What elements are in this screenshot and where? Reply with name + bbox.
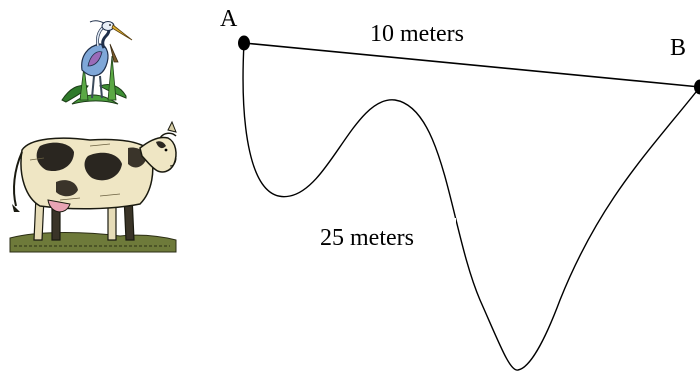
curved-path-length-label: 25 meters <box>320 225 414 251</box>
straight-path-length-label: 10 meters <box>370 21 464 47</box>
straight-label-bg <box>366 20 500 50</box>
curved-path-line <box>242 42 700 371</box>
point-a-marker <box>238 35 250 51</box>
cow-icon <box>6 114 182 260</box>
heron-bird-icon <box>61 20 133 105</box>
point-a-label: A <box>220 6 238 32</box>
point-b-marker <box>694 79 700 95</box>
curved-label-bg <box>308 218 456 258</box>
straight-path-line <box>243 42 700 88</box>
point-b-label: B <box>670 35 686 61</box>
